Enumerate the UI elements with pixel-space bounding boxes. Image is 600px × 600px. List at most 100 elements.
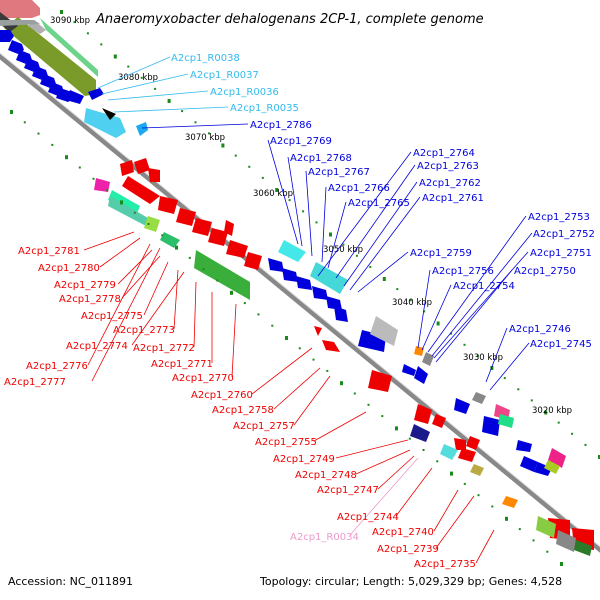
- scale-tick: [78, 166, 81, 169]
- gene-label-2777: A2cp1_2777: [4, 377, 66, 388]
- gene-label-2754: A2cp1_2754: [453, 281, 515, 292]
- scale-tick: [73, 21, 76, 24]
- scale-tick: [395, 426, 398, 431]
- scale-tick: [382, 277, 386, 281]
- scale-tick: [257, 313, 260, 316]
- gene-label-2747: A2cp1_2747: [317, 485, 379, 496]
- scale-tick: [261, 176, 264, 179]
- scale-tick: [243, 302, 246, 305]
- scale-tick: [491, 505, 494, 508]
- scale-tick: [234, 154, 237, 157]
- gene-label-2767: A2cp1_2767: [308, 167, 370, 178]
- scale-tick: [248, 165, 251, 168]
- scale-tick: [503, 377, 506, 380]
- gene-label-2749: A2cp1_2749: [273, 454, 335, 465]
- gene-label-2750: A2cp1_2750: [514, 266, 576, 277]
- scale-tick: [120, 200, 123, 205]
- genome-backbone: [0, 52, 600, 553]
- kbp-label-3050: 3050 kbp: [323, 245, 363, 255]
- leader-lines: [83, 56, 533, 564]
- gene-label-2778: A2cp1_2778: [59, 294, 121, 305]
- gene-label-r0035: A2cp1_R0035: [230, 103, 299, 114]
- scale-tick: [505, 516, 508, 521]
- green-feature-band-2: [194, 250, 250, 300]
- gene-label-2781: A2cp1_2781: [18, 246, 80, 257]
- scale-tick: [113, 54, 117, 59]
- scale-tick: [557, 421, 560, 424]
- gene-label-2752: A2cp1_2752: [533, 229, 595, 240]
- gene-label-2764: A2cp1_2764: [413, 148, 475, 159]
- gene-label-2758: A2cp1_2758: [212, 405, 274, 416]
- green-feature-band: [40, 18, 98, 77]
- gene-label-2755: A2cp1_2755: [255, 437, 317, 448]
- gene-label-2740: A2cp1_2740: [372, 527, 434, 538]
- gene-labels: A2cp1_R0038 A2cp1_R0037 A2cp1_R0036 A2cp…: [4, 53, 595, 570]
- gene-label-r0034: A2cp1_R0034: [290, 532, 359, 543]
- kbp-label-3070: 3070 kbp: [185, 133, 225, 143]
- scale-tick: [422, 449, 425, 451]
- gene-label-2773: A2cp1_2773: [113, 325, 175, 336]
- scale-tick: [476, 354, 479, 357]
- scale-tick: [463, 482, 466, 485]
- scale-tick: [298, 347, 301, 350]
- scale-tick: [271, 324, 274, 327]
- scale-tick: [216, 279, 219, 282]
- forward-genes-upper: [0, 30, 104, 104]
- scale-tick: [188, 256, 191, 259]
- scale-tick: [532, 539, 535, 542]
- gene-label-2772: A2cp1_2772: [133, 343, 195, 354]
- scale-tick: [423, 310, 426, 313]
- gene-label-2770: A2cp1_2770: [172, 373, 234, 384]
- scale-tick: [175, 245, 178, 250]
- feature-layer: [0, 0, 600, 556]
- scale-tick: [194, 121, 197, 124]
- gene-label-2757: A2cp1_2757: [233, 421, 295, 432]
- scale-tick: [396, 288, 399, 291]
- scale-tick: [546, 550, 549, 553]
- gene-label-2761: A2cp1_2761: [422, 193, 484, 204]
- genome-summary-text: Topology: circular; Length: 5,029,329 bp…: [259, 575, 562, 588]
- gene-label-2766: A2cp1_2766: [328, 183, 390, 194]
- gene-label-2744: A2cp1_2744: [337, 512, 399, 523]
- gene-label-2775: A2cp1_2775: [81, 311, 143, 322]
- tick-marks: [10, 10, 600, 566]
- scale-tick: [571, 432, 574, 435]
- scale-tick: [51, 143, 54, 146]
- scale-labels: 3090 kbp 3080 kbp 3070 kbp 3060 kbp 3050…: [50, 16, 572, 416]
- scale-tick: [315, 221, 318, 224]
- gene-label-2786: A2cp1_2786: [250, 120, 312, 131]
- gene-label-2739: A2cp1_2739: [377, 544, 439, 555]
- scale-tick: [463, 343, 466, 346]
- scale-tick: [92, 177, 95, 180]
- gene-label-2745: A2cp1_2745: [530, 339, 592, 350]
- gene-label-2760: A2cp1_2760: [191, 390, 253, 401]
- forward-genes: [268, 258, 552, 476]
- map-title: Anaeromyxobacter dehalogenans 2CP-1, com…: [95, 12, 484, 27]
- scale-tick: [544, 410, 548, 415]
- gene-label-2753: A2cp1_2753: [528, 212, 590, 223]
- scale-tick: [450, 471, 453, 476]
- scale-tick: [329, 232, 332, 237]
- scale-tick: [408, 437, 411, 440]
- scale-tick: [530, 399, 533, 402]
- kbp-label-3030: 3030 kbp: [463, 353, 503, 363]
- kbp-label-3040: 3040 kbp: [392, 298, 432, 308]
- gene-label-2748: A2cp1_2748: [295, 470, 357, 481]
- scale-tick: [450, 332, 453, 335]
- gene-label-2769: A2cp1_2769: [270, 136, 332, 147]
- scale-tick: [409, 299, 412, 302]
- gene-label-2746: A2cp1_2746: [509, 324, 571, 335]
- accession-text: Accession: NC_011891: [8, 575, 133, 588]
- gene-label-r0037: A2cp1_R0037: [190, 70, 259, 81]
- scale-tick: [598, 455, 600, 459]
- gene-label-2779: A2cp1_2779: [54, 280, 116, 291]
- scale-tick: [288, 199, 291, 202]
- scale-tick: [86, 32, 89, 35]
- scale-tick: [285, 336, 288, 340]
- gene-label-2765: A2cp1_2765: [348, 198, 410, 209]
- scale-tick: [147, 223, 150, 225]
- scale-tick: [275, 188, 279, 192]
- scale-tick: [161, 234, 164, 237]
- scale-tick: [436, 321, 440, 326]
